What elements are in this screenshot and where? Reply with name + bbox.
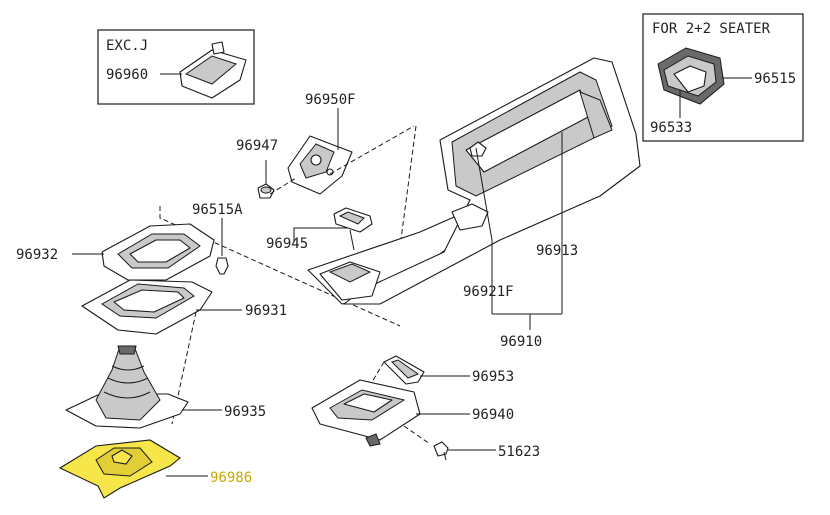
label-96950F[interactable]: 96950F (305, 92, 356, 108)
part-96931-drawing (81, 279, 213, 335)
leader-dashed-96950F (329, 125, 415, 175)
leader-dashed-96931 (171, 311, 197, 425)
label-51623[interactable]: 51623 (498, 444, 540, 460)
label-96986[interactable]: 96986 (210, 470, 252, 486)
label-96533[interactable]: 96533 (650, 120, 692, 136)
label-96932[interactable]: 96932 (16, 247, 58, 263)
part-96945-drawing (333, 207, 373, 233)
inset-seater-box (642, 13, 804, 142)
part-96940-drawing (311, 379, 421, 447)
leader-dashed-96953 (371, 361, 385, 383)
leader-96921F (475, 147, 493, 314)
label-96960[interactable]: 96960 (106, 67, 148, 83)
part-96515A-drawing (215, 257, 229, 275)
inset-exc-j-label: EXC.J (106, 38, 148, 54)
label-96921F[interactable]: 96921F (463, 284, 514, 300)
part-96953-drawing (383, 355, 425, 385)
part-96947-drawing (257, 183, 275, 199)
leader-96945-tip (349, 229, 355, 251)
leader-dashed-96947 (269, 177, 297, 195)
leader-96945 (293, 227, 348, 242)
leader-dashed-51623 (403, 425, 431, 445)
label-96947[interactable]: 96947 (236, 138, 278, 154)
label-96913[interactable]: 96913 (536, 243, 578, 259)
label-96931[interactable]: 96931 (245, 303, 287, 319)
label-96515A[interactable]: 96515A (192, 202, 243, 218)
inset-exc-j-box (97, 29, 255, 105)
part-96960-drawing (179, 41, 247, 99)
leader-dashed-frame (159, 206, 401, 327)
inset-seater-label: FOR 2+2 SEATER (652, 21, 771, 37)
label-96935[interactable]: 96935 (224, 404, 266, 420)
label-96910[interactable]: 96910 (500, 334, 542, 350)
part-51623-drawing (433, 441, 449, 461)
part-96935-drawing (65, 345, 189, 429)
part-96950F-drawing (287, 135, 353, 195)
part-96986-drawing (58, 439, 181, 499)
label-96940[interactable]: 96940 (472, 407, 514, 423)
label-96953[interactable]: 96953 (472, 369, 514, 385)
part-96913-console-drawing (307, 57, 641, 305)
label-96945[interactable]: 96945 (266, 236, 308, 252)
part-96932-drawing (101, 223, 215, 281)
label-96515[interactable]: 96515 (754, 71, 796, 87)
part-96515-96533-drawing (657, 47, 725, 105)
